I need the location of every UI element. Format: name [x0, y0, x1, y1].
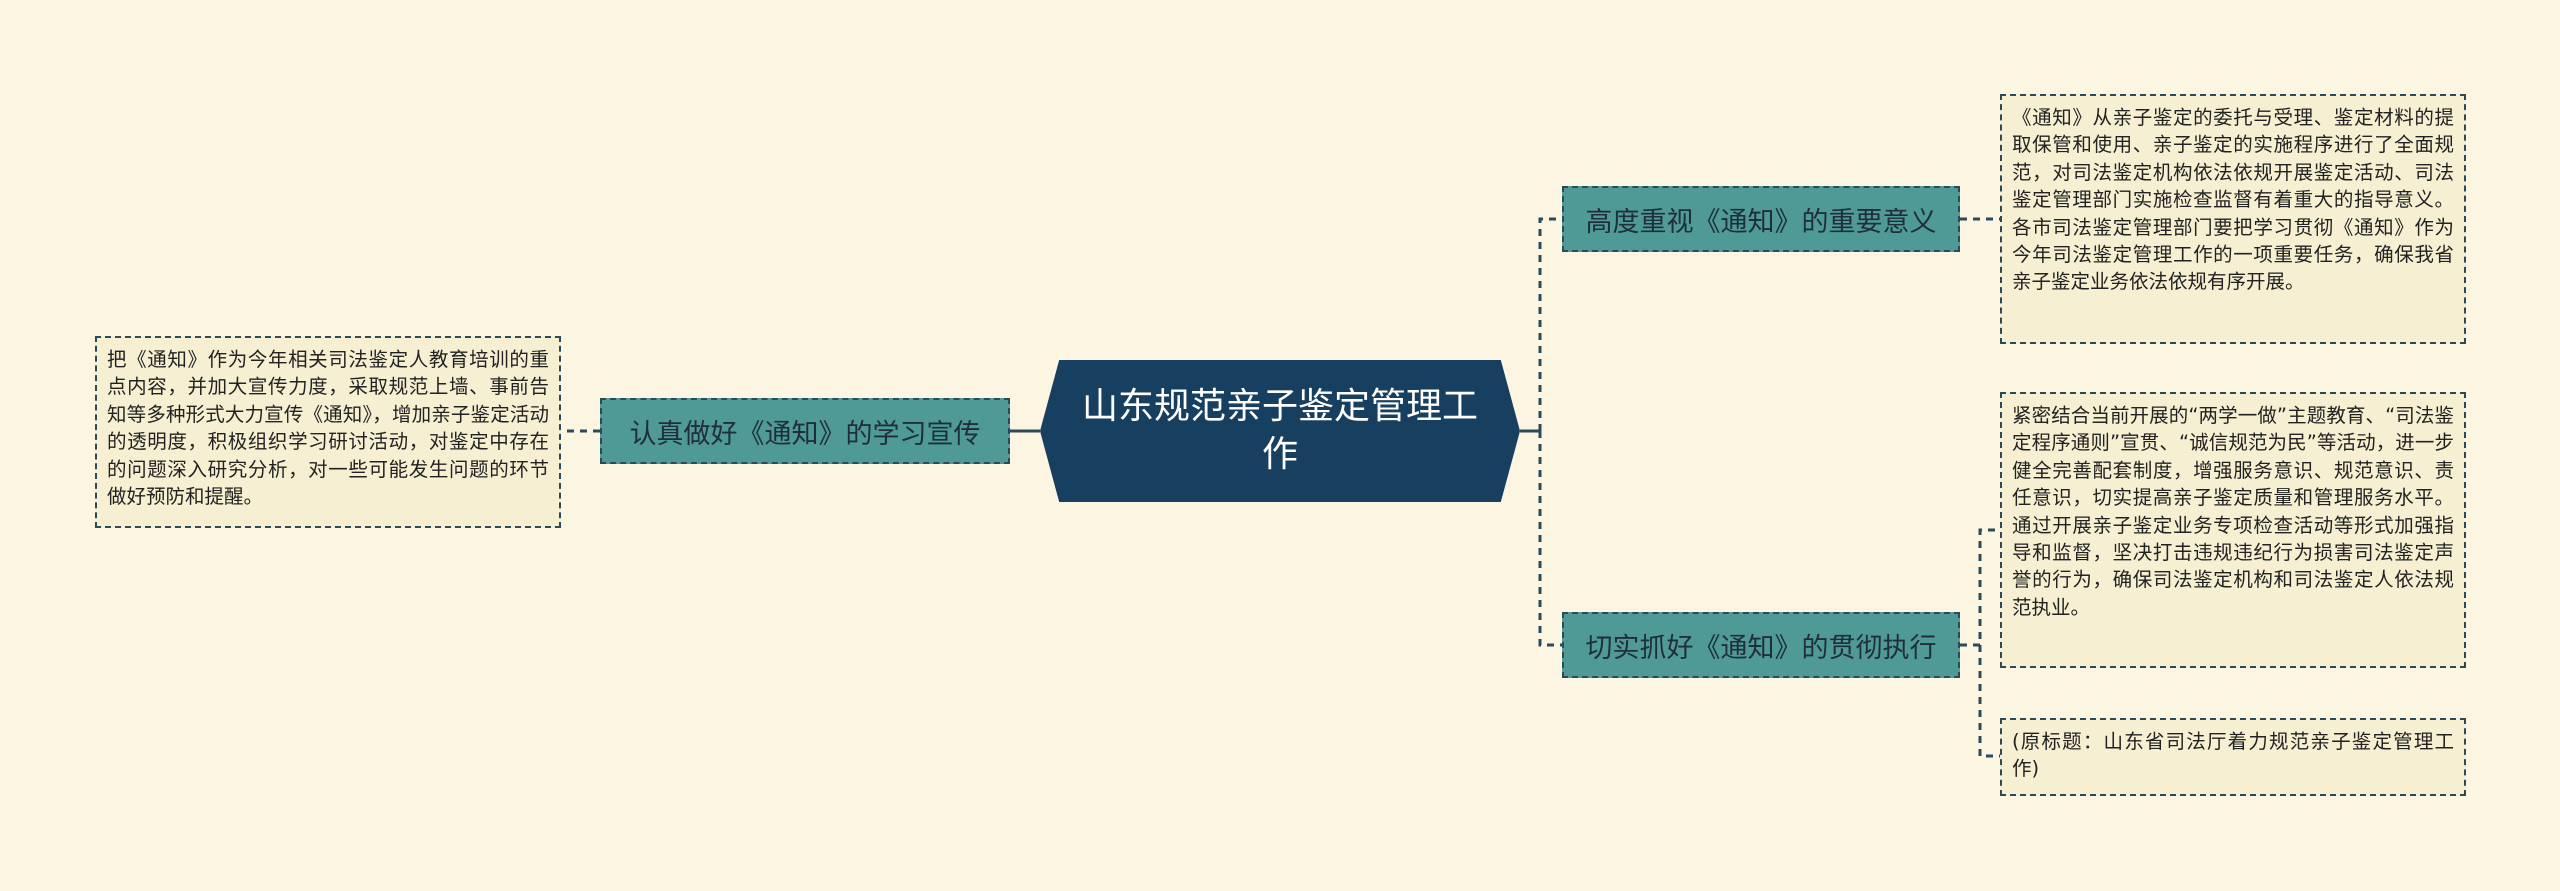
branch-implementation: 切实抓好《通知》的贯彻执行 — [1562, 612, 1960, 678]
leaf-source-note-text: (原标题：山东省司法厅着力规范亲子鉴定管理工作) — [2012, 730, 2454, 781]
branch-significance-label: 高度重视《通知》的重要意义 — [1585, 206, 1937, 238]
leaf-significance-detail: 《通知》从亲子鉴定的委托与受理、鉴定材料的提取保管和使用、亲子鉴定的实施程序进行… — [2000, 94, 2466, 344]
leaf-implementation-text: 紧密结合当前开展的“两学一做”主题教育、“司法鉴定程序通则”宣贯、“诚信规范为民… — [2012, 404, 2454, 619]
connector-lower-leaves — [1960, 528, 2000, 758]
branch-publicity-label: 认真做好《通知》的学习宣传 — [629, 418, 981, 450]
leaf-source-note: (原标题：山东省司法厅着力规范亲子鉴定管理工作) — [2000, 718, 2466, 796]
connector-right-trunk — [1538, 217, 1562, 647]
leaf-significance-text: 《通知》从亲子鉴定的委托与受理、鉴定材料的提取保管和使用、亲子鉴定的实施程序进行… — [2012, 106, 2454, 294]
leaf-publicity-detail: 把《通知》作为今年相关司法鉴定人教育培训的重点内容，并加大宣传力度，采取规范上墙… — [95, 336, 561, 528]
root-topic: 山东规范亲子鉴定管理工作 — [1040, 360, 1520, 502]
leaf-publicity-text: 把《通知》作为今年相关司法鉴定人教育培训的重点内容，并加大宣传力度，采取规范上墙… — [107, 348, 549, 509]
root-topic-title: 山东规范亲子鉴定管理工作 — [1081, 386, 1478, 475]
branch-implementation-label: 切实抓好《通知》的贯彻执行 — [1585, 632, 1937, 664]
branch-significance: 高度重视《通知》的重要意义 — [1562, 186, 1960, 252]
leaf-implementation-detail: 紧密结合当前开展的“两学一做”主题教育、“司法鉴定程序通则”宣贯、“诚信规范为民… — [2000, 392, 2466, 668]
branch-publicity: 认真做好《通知》的学习宣传 — [600, 398, 1010, 464]
